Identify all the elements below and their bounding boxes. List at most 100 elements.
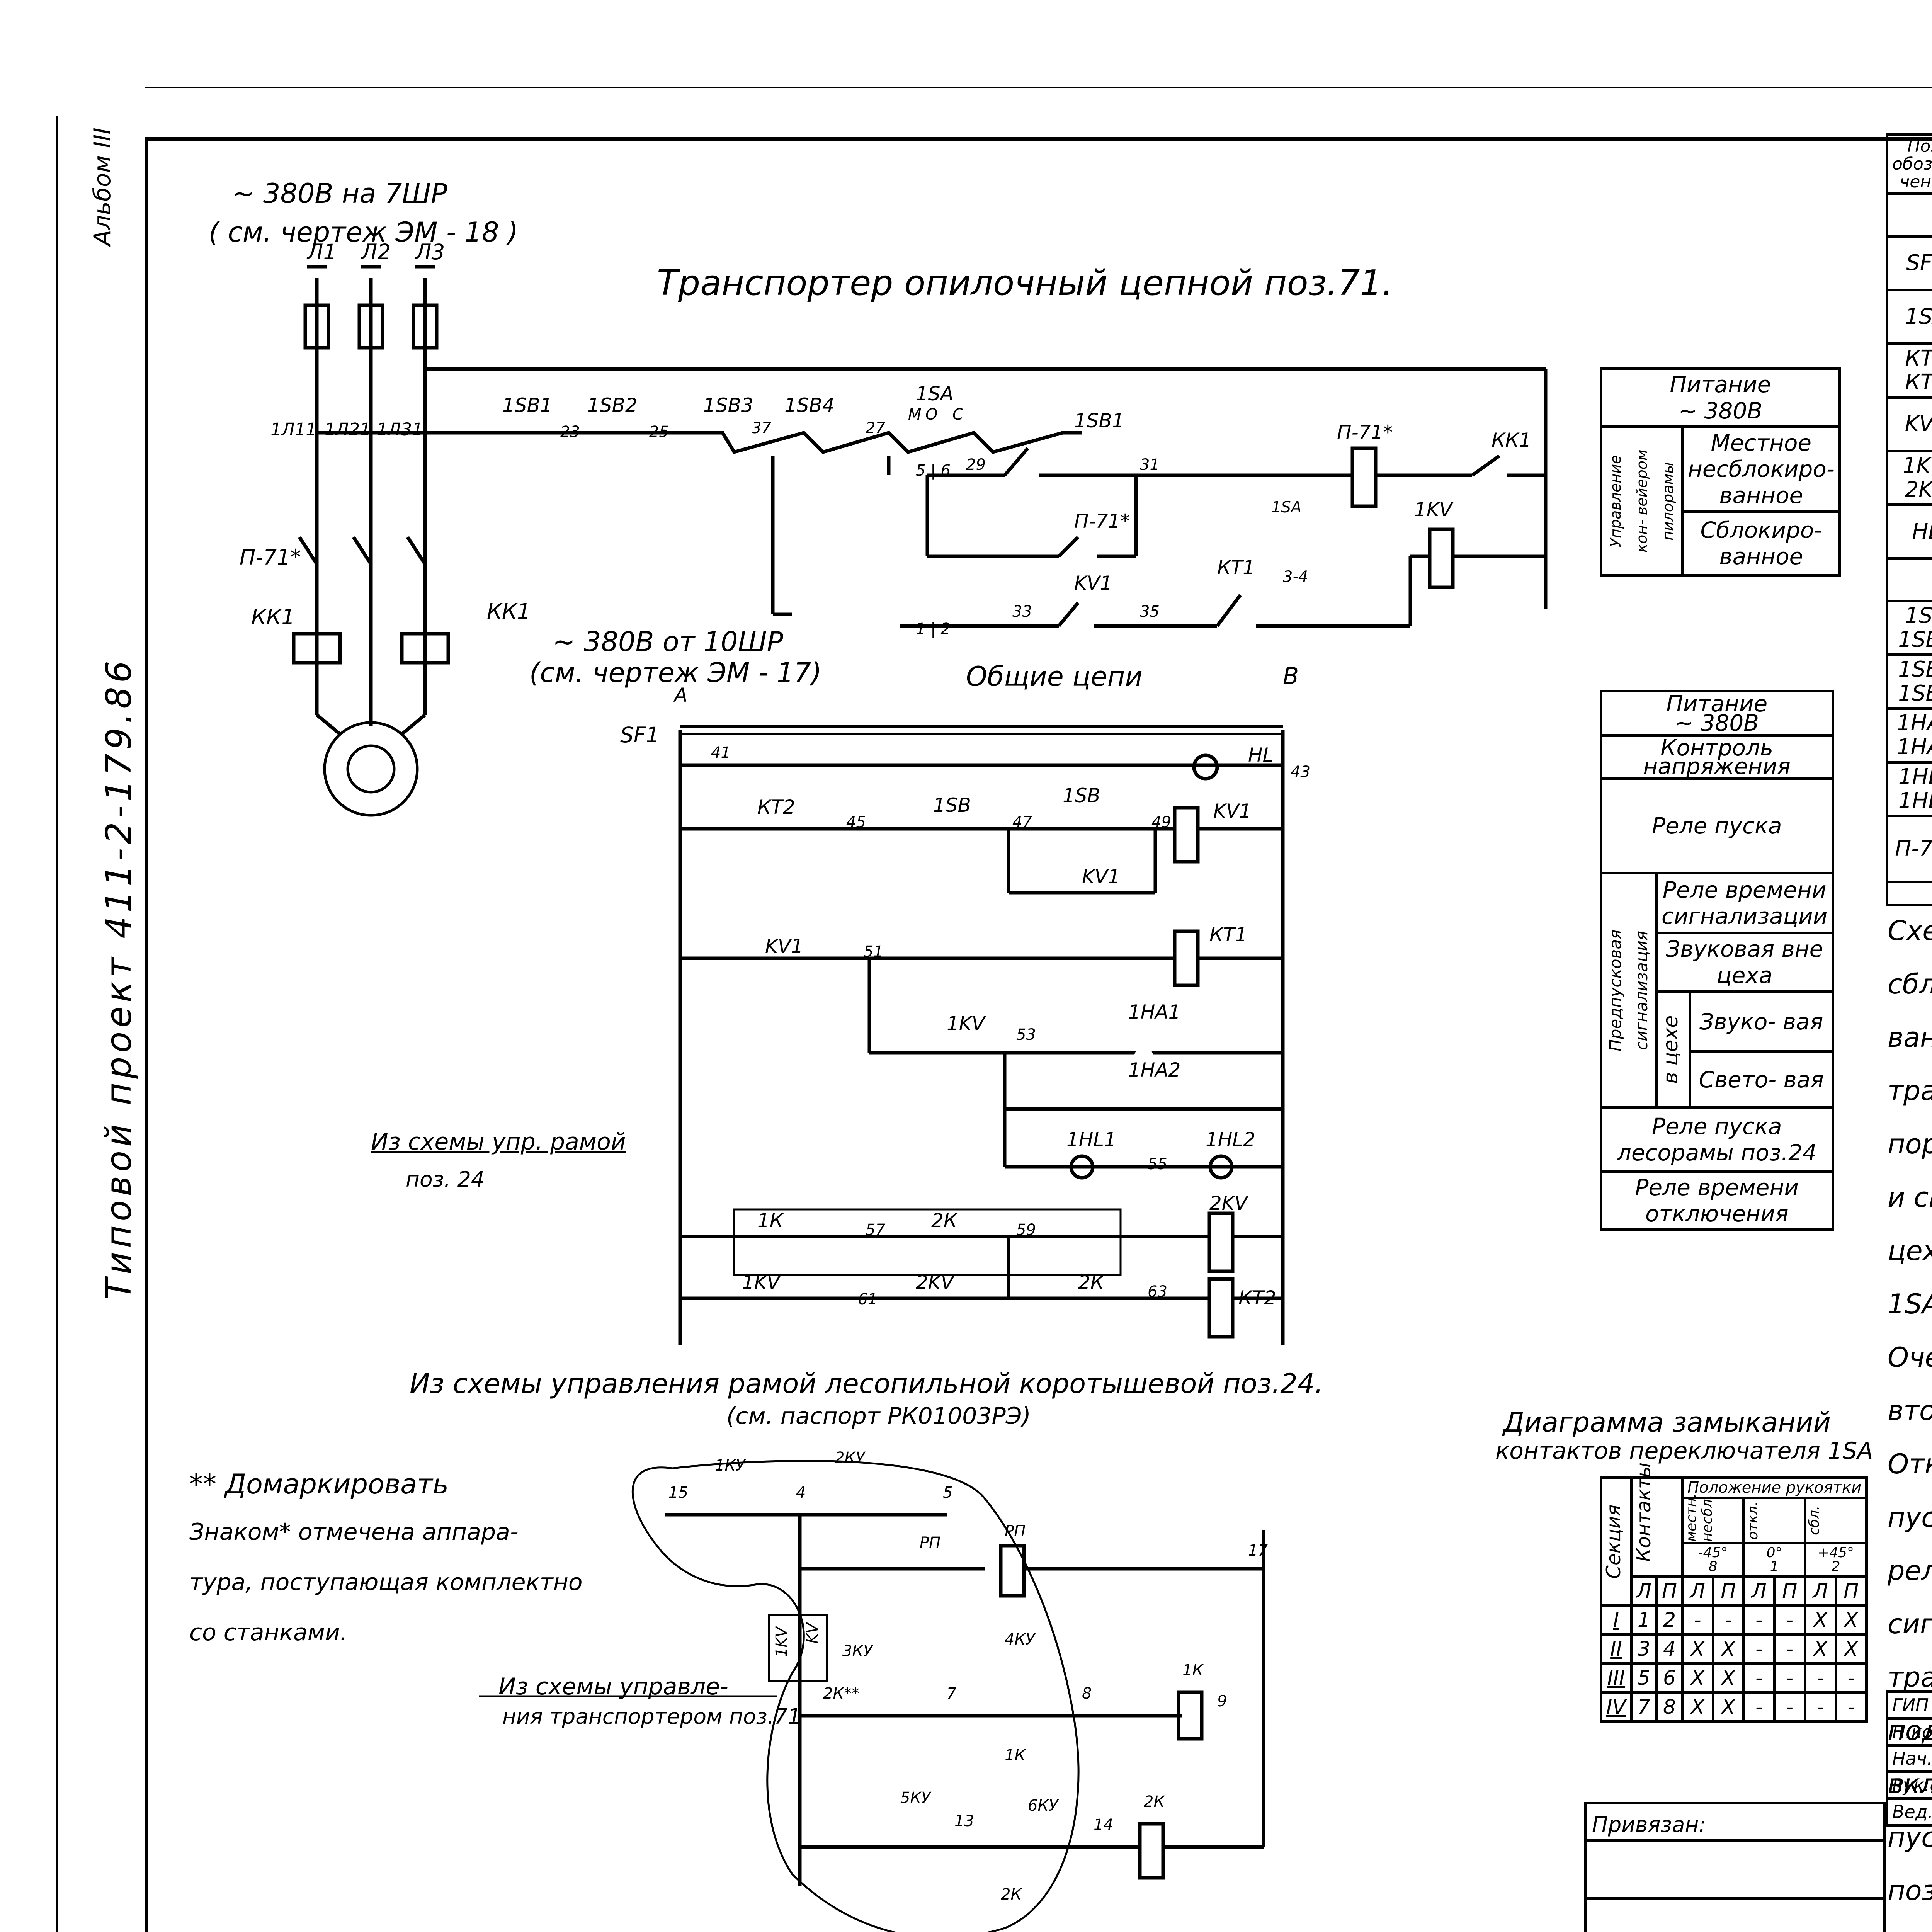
wire-63: 63	[1148, 1283, 1167, 1301]
signature-row: ГИПЗаславский03.85	[1885, 1690, 1932, 1720]
lamp-1hl2-label: 1HL2	[1206, 1128, 1256, 1151]
spec-item-pos: 1HL1 1HL2	[1886, 761, 1932, 817]
description-line: Очередность включения поз. 71. первый, л…	[1888, 1342, 1932, 1427]
switch-row-left: 3	[1629, 1633, 1658, 1665]
switch-row-cell: -	[1773, 1604, 1807, 1636]
frame-label-rp-contact: РП	[920, 1534, 941, 1552]
switch-row-cell: X	[1681, 1662, 1714, 1694]
thermal-right-label: КК1	[487, 599, 531, 624]
description-line: сигнализация, с выдержкой времени включа…	[1888, 1608, 1932, 1640]
coil-p71	[1350, 446, 1378, 508]
button-1sb1: 1SB1	[502, 394, 553, 417]
switch-side: П	[1834, 1575, 1868, 1607]
contact-1k-label: 1К	[757, 1209, 784, 1232]
wire-37: 37	[752, 419, 771, 437]
legend-bottom-start-relay: Реле пуска	[1600, 777, 1834, 874]
switch-row-cell: X	[1681, 1633, 1714, 1665]
hold-kv1-label: KV1	[1082, 866, 1120, 888]
legend-bottom-frame-start: Реле пуска лесорамы поз.24	[1600, 1106, 1834, 1173]
switch-pos-2-angle: 0°	[1766, 1545, 1782, 1561]
legend-conveyor: Питание ~ 380В Управление кон- вейером п…	[1600, 367, 1841, 577]
spec-item-row: SF1Выключатель автоматическийАК 63- 2МГ …	[1886, 235, 1932, 291]
spec-item-row: П-71*Пускатель магнитный1Комплектно на т…	[1886, 815, 1932, 883]
switch-col-section: Секция	[1602, 1504, 1625, 1579]
frame-label-2k-star: 2К**	[823, 1685, 859, 1702]
signature-row: Рук.сект.Олейник03.85	[1885, 1770, 1932, 1800]
coil-1k	[1177, 1690, 1204, 1741]
contact-2k-label: 2К	[931, 1209, 957, 1232]
switch-row-section: I	[1600, 1604, 1633, 1636]
frame-label-2ky: 2КУ	[835, 1449, 865, 1467]
legend-bottom-supply: Питание ~ 380В	[1600, 690, 1834, 737]
description-line: пуск на посту 1SB срабатывает реле KV1; …	[1888, 1502, 1932, 1533]
switch-col-position: Положение рукоятки	[1681, 1476, 1868, 1499]
switch-right-label: 1SA	[1271, 498, 1302, 516]
description-line: реле времени КТ1, срабатывает предпусков…	[1888, 1555, 1932, 1587]
switch-row-cell: X	[1711, 1662, 1745, 1694]
signature-role: Вед.инж.	[1885, 1797, 1932, 1827]
legend-top-supply: Питание ~ 380В	[1600, 367, 1841, 428]
signature-row: Вед.инж.Рог03.85	[1885, 1797, 1932, 1827]
siren-1ha2	[1132, 1082, 1155, 1105]
wire-41: 41	[711, 744, 731, 762]
lamp-hl-label: HL	[1248, 744, 1274, 766]
fuse-l2	[357, 303, 384, 350]
callout-frame-control-pos: поз. 24	[406, 1167, 485, 1192]
frame-label-4: 4	[796, 1484, 806, 1502]
legend-bottom-timer: Реле времени сигнализации	[1655, 872, 1834, 934]
switch-row-right: 8	[1655, 1691, 1684, 1723]
relay-1kv-label: 1KV	[1414, 498, 1452, 521]
legend-bottom-in-shop: в цехе	[1659, 1015, 1682, 1084]
wire-47: 47	[1012, 813, 1032, 831]
contact-2k-r6-label: 2К	[1078, 1271, 1104, 1294]
spec-item-pos: HL	[1886, 503, 1932, 560]
fuse-l1	[303, 303, 330, 350]
spec-item-pos: 1SA	[1886, 289, 1932, 345]
spec-item-pos: SF1	[1886, 235, 1932, 291]
drawing-frame	[145, 137, 1932, 1932]
spec-item-pos: 1SB 1SB1	[1886, 600, 1932, 656]
wire-33: 33	[1012, 603, 1032, 621]
switch-row-cell: -	[1804, 1691, 1837, 1723]
node-a: A	[674, 684, 688, 706]
frame-label-6ky: 6КУ	[1028, 1797, 1058, 1815]
description-line: цеха. Выбор режима осуществляется перекл…	[1888, 1235, 1932, 1320]
switch-contacts-bottom: 1 | 2	[916, 620, 951, 638]
switch-row-cell: -	[1834, 1662, 1868, 1694]
top-cut-line	[145, 87, 1932, 88]
legend-top-group: Управление кон- вейером пилорамы	[1607, 449, 1677, 553]
frame-label-2k-hold: 2К	[1001, 1886, 1022, 1903]
wire-55: 55	[1148, 1155, 1167, 1173]
wire-61: 61	[858, 1291, 878, 1308]
general-supply-ref: (см. чертеж ЭМ - 17)	[529, 657, 822, 689]
siren-1ha2-label: 1НА2	[1128, 1059, 1181, 1081]
wire-51: 51	[864, 943, 883, 961]
switch-row-cell: -	[1773, 1662, 1807, 1694]
coil-kt2-label: КТ2	[1238, 1287, 1276, 1309]
coil-kt1-label: КТ1	[1209, 923, 1247, 946]
switch-row-cell: X	[1681, 1691, 1714, 1723]
spec-item-pos: 1SB2 1SB3	[1886, 653, 1932, 710]
title-block-signatures: ГИПЗаславский03.85Н.контр.Олейник03.85На…	[1885, 1690, 1932, 1827]
frame-label-15: 15	[668, 1484, 688, 1502]
switch-side: П	[1773, 1575, 1807, 1607]
switch-row-left: 1	[1629, 1604, 1658, 1636]
switch-row-cell: X	[1804, 1604, 1837, 1636]
description-line: ванное управление лесорамой коротышевой …	[1888, 1022, 1932, 1107]
description-line: портером опилочным поз. 71, предпусковая…	[1888, 1128, 1932, 1160]
spec-item-row: 1НА1 1НА2Сирена сигнальнаяСС-1 ~ 380В.2	[1886, 707, 1932, 764]
description-line: и световая сигнализация внутри и звукова…	[1888, 1182, 1932, 1213]
switch-row-cell: -	[1773, 1691, 1807, 1723]
switch-row-cell: -	[1742, 1604, 1776, 1636]
contact-kt1-label: КТ1	[1217, 556, 1255, 579]
contact-1kv-r6-label: 1KV	[742, 1271, 780, 1294]
legend-general: Питание ~ 380В Контроль напряжения Реле …	[1600, 690, 1834, 1231]
start-button-label: 1SB1	[1074, 410, 1124, 432]
switch-row-cell: -	[1804, 1662, 1837, 1694]
frame-label-1ky: 1КУ	[715, 1457, 745, 1475]
